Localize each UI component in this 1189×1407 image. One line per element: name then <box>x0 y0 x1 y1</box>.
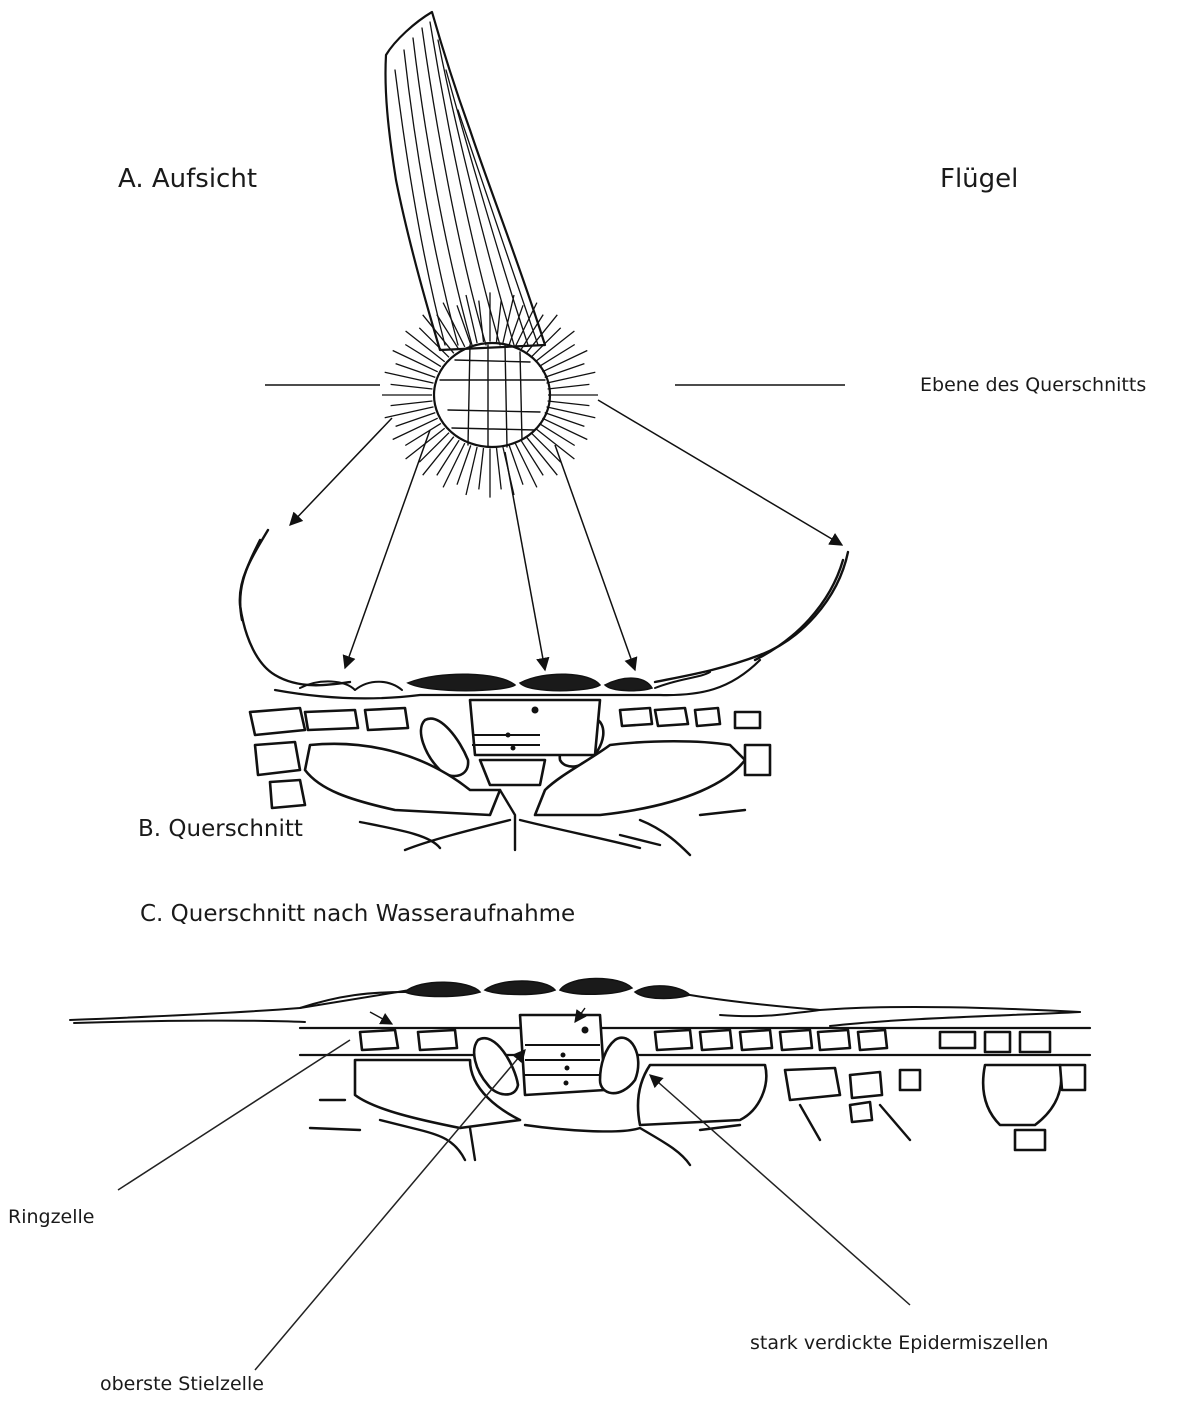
cross-section-b <box>240 530 848 855</box>
rosette-ray <box>391 401 433 406</box>
rosette-ray <box>539 423 575 445</box>
label-cross-section: B. Querschnitt <box>138 818 303 841</box>
rosette-ray <box>437 440 459 475</box>
rosette-ray <box>391 384 433 389</box>
rosette-ray <box>457 445 471 484</box>
rosette-ray <box>497 448 502 489</box>
rosette-ray <box>548 401 590 406</box>
label-top-view: A. Aufsicht <box>118 166 257 192</box>
rosette-ray <box>539 345 575 367</box>
cross-section-c <box>70 978 1090 1165</box>
rosette-ray <box>521 440 543 475</box>
wing-base-rosette <box>382 292 598 497</box>
rosette-ray <box>457 305 471 344</box>
rosette-ray <box>405 423 441 445</box>
rosette-ray <box>548 384 590 389</box>
label-top-stalk-cell: oberste Stielzelle <box>100 1375 264 1394</box>
label-section-plane: Ebene des Querschnitts <box>920 376 1146 395</box>
label-cross-section-water: C. Querschnitt nach Wasseraufnahme <box>140 903 575 926</box>
label-thick-epidermis: stark verdickte Epidermiszellen <box>750 1334 1048 1353</box>
rosette-ray <box>437 315 459 350</box>
label-ring-cell: Ringzelle <box>8 1208 95 1227</box>
rosette-ray <box>443 443 465 487</box>
rosette-ray <box>509 445 523 484</box>
rosette-ray <box>443 303 465 347</box>
rosette-ray <box>405 345 441 367</box>
wing-drawing <box>385 12 545 350</box>
rosette-ray <box>515 443 537 487</box>
rosette-ray <box>479 448 484 489</box>
label-wing: Flügel <box>940 166 1018 192</box>
rosette-ray <box>497 301 502 342</box>
